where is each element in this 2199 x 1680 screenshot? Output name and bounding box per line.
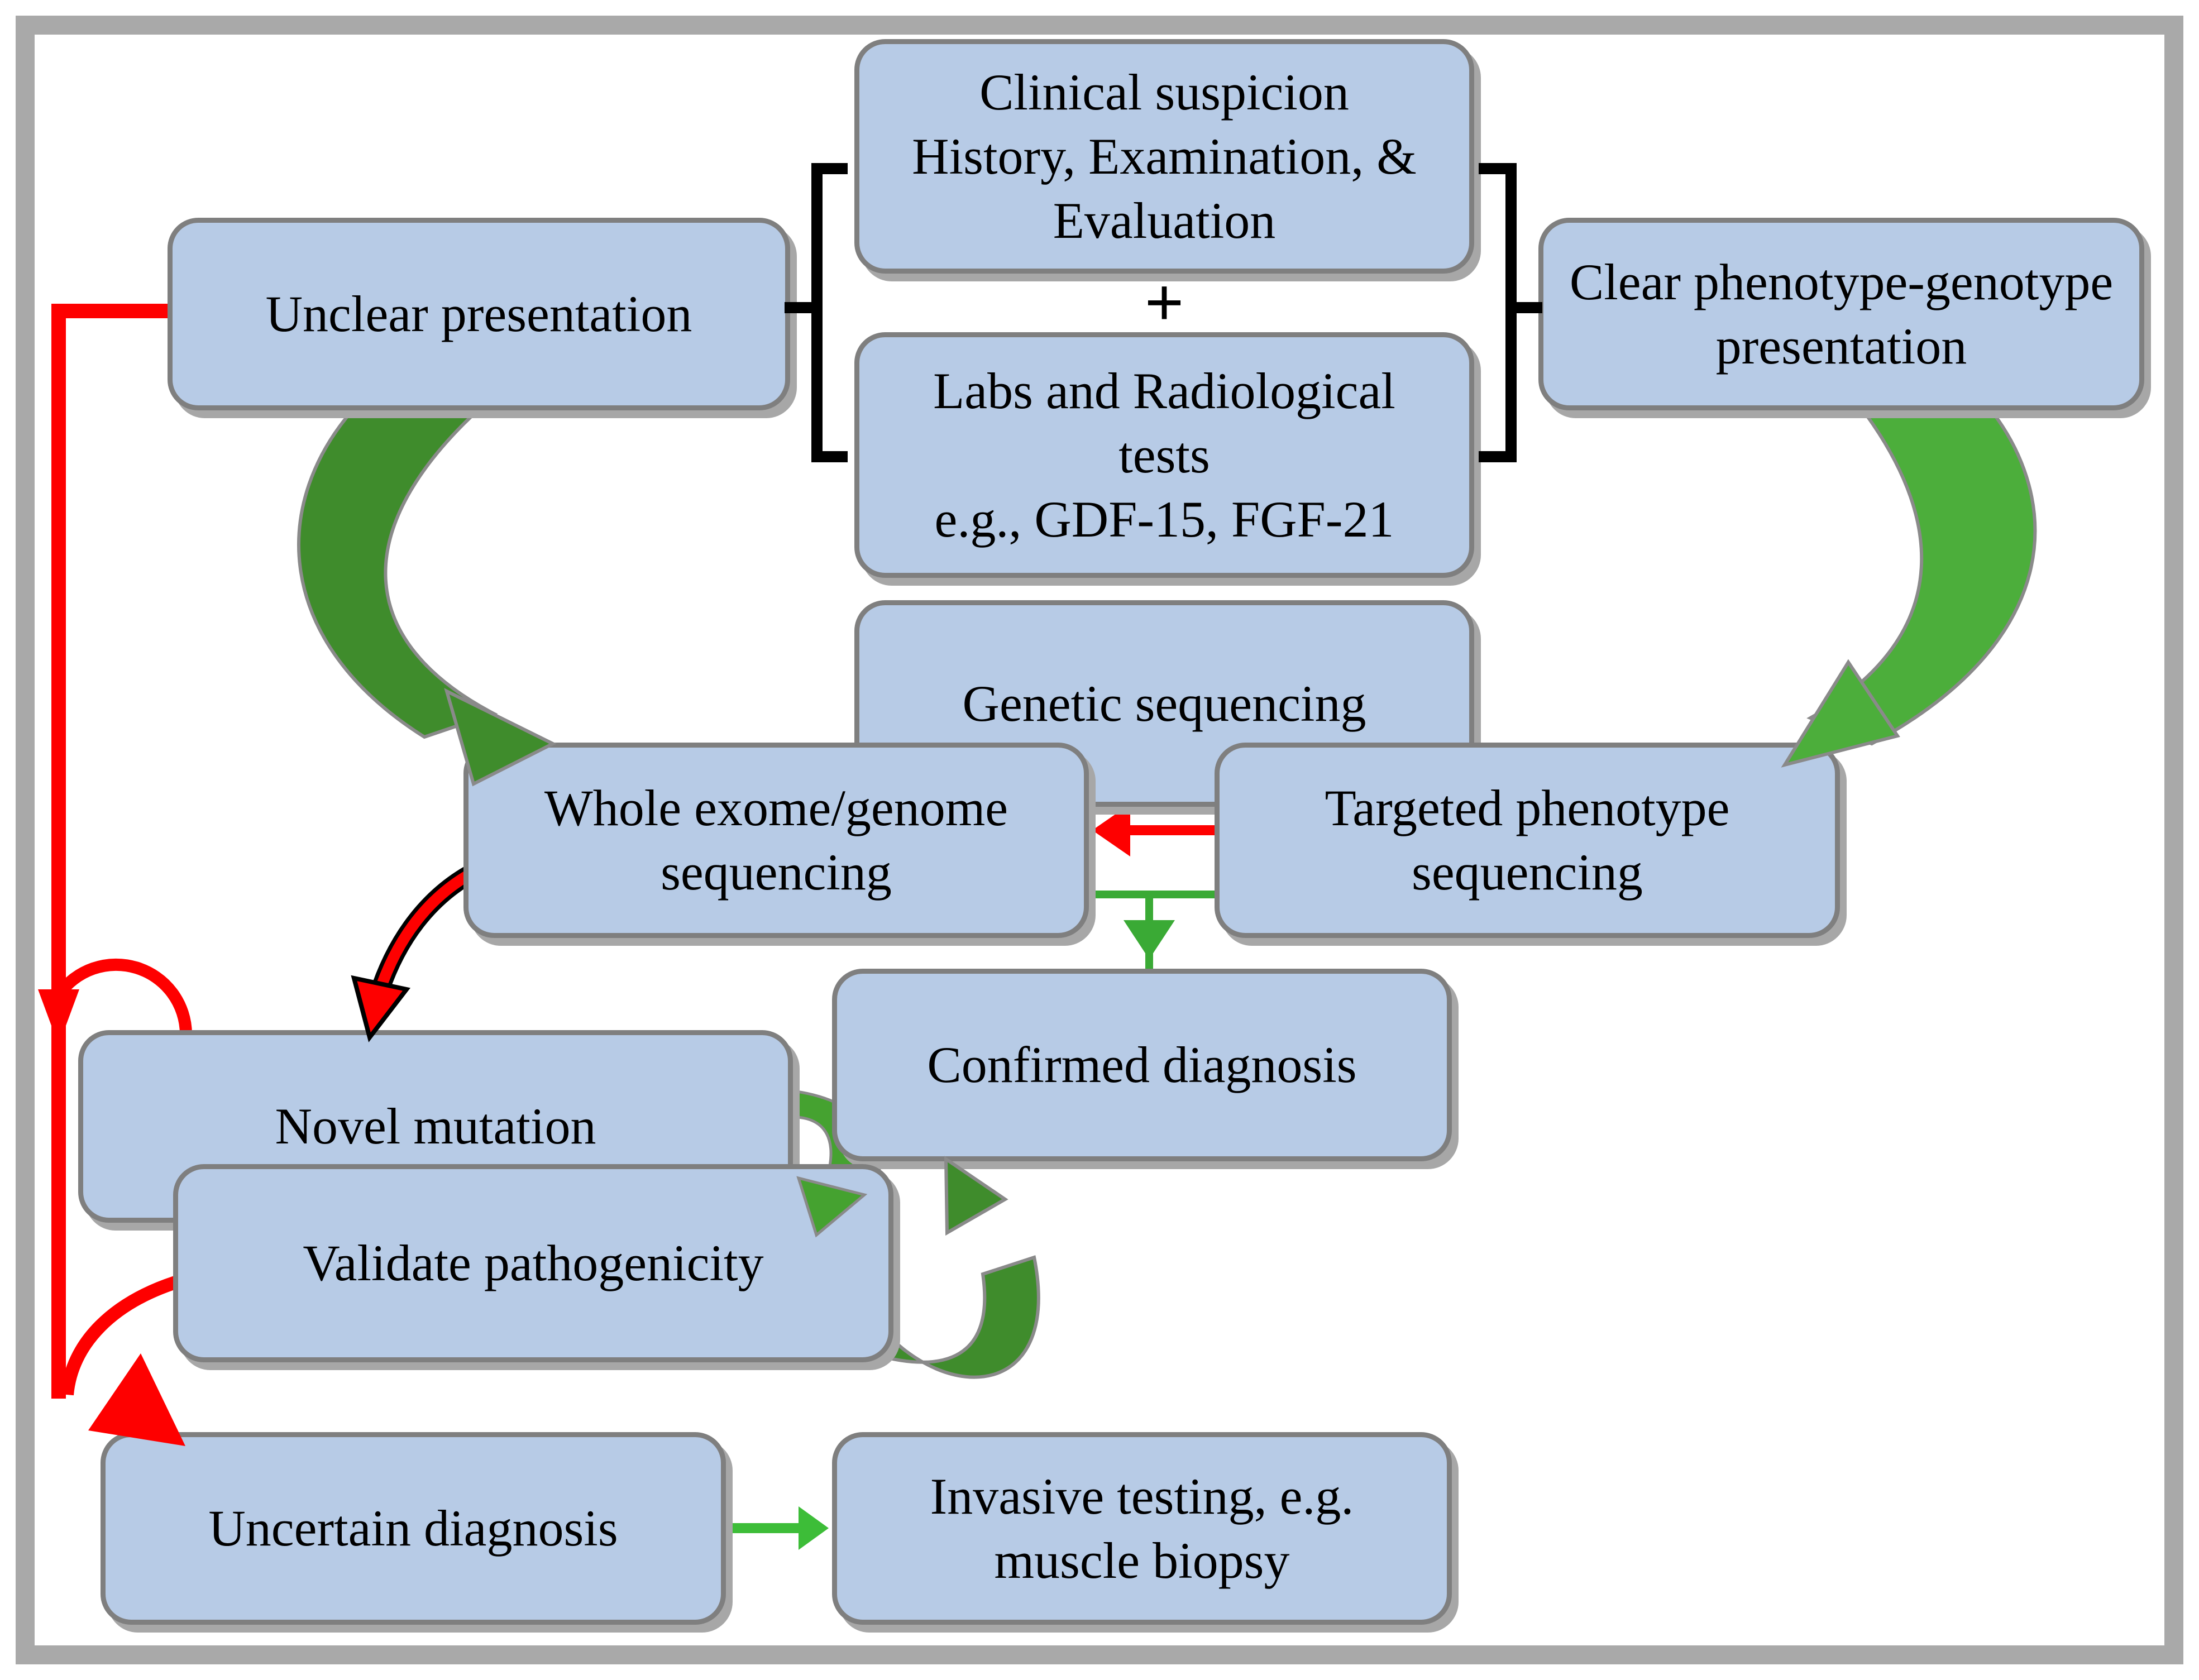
node-label: Uncertain diagnosis <box>208 1500 618 1557</box>
plus-operator: + <box>1144 264 1184 342</box>
left-bracket-icon <box>785 163 848 462</box>
node-validate-pathogenicity: Validate pathogenicity <box>173 1164 893 1362</box>
node-uncertain-diagnosis: Uncertain diagnosis <box>101 1432 726 1625</box>
green-arrowhead-icon <box>1124 920 1175 959</box>
node-unclear-presentation: Unclear presentation <box>168 218 790 410</box>
right-bracket-icon <box>1479 163 1542 462</box>
node-labs-radiological-tests: Labs and Radiological tests e.g., GDF-15… <box>854 332 1474 578</box>
node-targeted-phenotype-sequencing: Targeted phenotype sequencing <box>1215 743 1840 938</box>
node-label: Targeted phenotype sequencing <box>1325 779 1730 901</box>
node-label: Genetic sequencing <box>962 674 1366 732</box>
node-label: Clear phenotype-genotype presentation <box>1569 253 2114 375</box>
node-label: Clinical suspicion History, Examination,… <box>912 63 1417 249</box>
node-invasive-testing: Invasive testing, e.g. muscle biopsy <box>832 1432 1452 1625</box>
edge-validate-to-confirmed-curve <box>872 1255 1040 1379</box>
red-arrowhead-icon <box>1092 804 1130 856</box>
node-label: Labs and Radiological tests e.g., GDF-15… <box>933 362 1395 548</box>
node-label: Whole exome/genome sequencing <box>544 779 1008 901</box>
red-arrowhead-icon <box>88 1353 185 1446</box>
red-arrowhead-icon <box>351 975 411 1042</box>
node-label: Confirmed diagnosis <box>927 1036 1357 1093</box>
node-clinical-suspicion: Clinical suspicion History, Examination,… <box>854 39 1474 274</box>
green-arrowhead-icon <box>1781 659 1900 768</box>
node-label: Validate pathogenicity <box>303 1234 764 1291</box>
green-arrowhead-icon <box>799 1506 829 1550</box>
green-arrowhead-icon <box>796 1176 868 1238</box>
node-clear-phenotype-genotype: Clear phenotype-genotype presentation <box>1538 218 2144 410</box>
edge-unclear-to-novel-arc <box>53 958 192 1035</box>
edge-validate-to-uncertain-curve <box>60 1273 187 1396</box>
red-arrowhead-icon <box>38 989 79 1045</box>
node-label: Novel mutation <box>275 1098 596 1155</box>
green-arrowhead-icon <box>944 1156 1008 1236</box>
node-confirmed-diagnosis: Confirmed diagnosis <box>832 969 1452 1161</box>
node-label: Invasive testing, e.g. muscle biopsy <box>930 1467 1354 1589</box>
node-whole-exome-genome-sequencing: Whole exome/genome sequencing <box>463 743 1089 938</box>
node-label: Unclear presentation <box>265 285 692 342</box>
green-arrowhead-icon <box>444 688 557 787</box>
